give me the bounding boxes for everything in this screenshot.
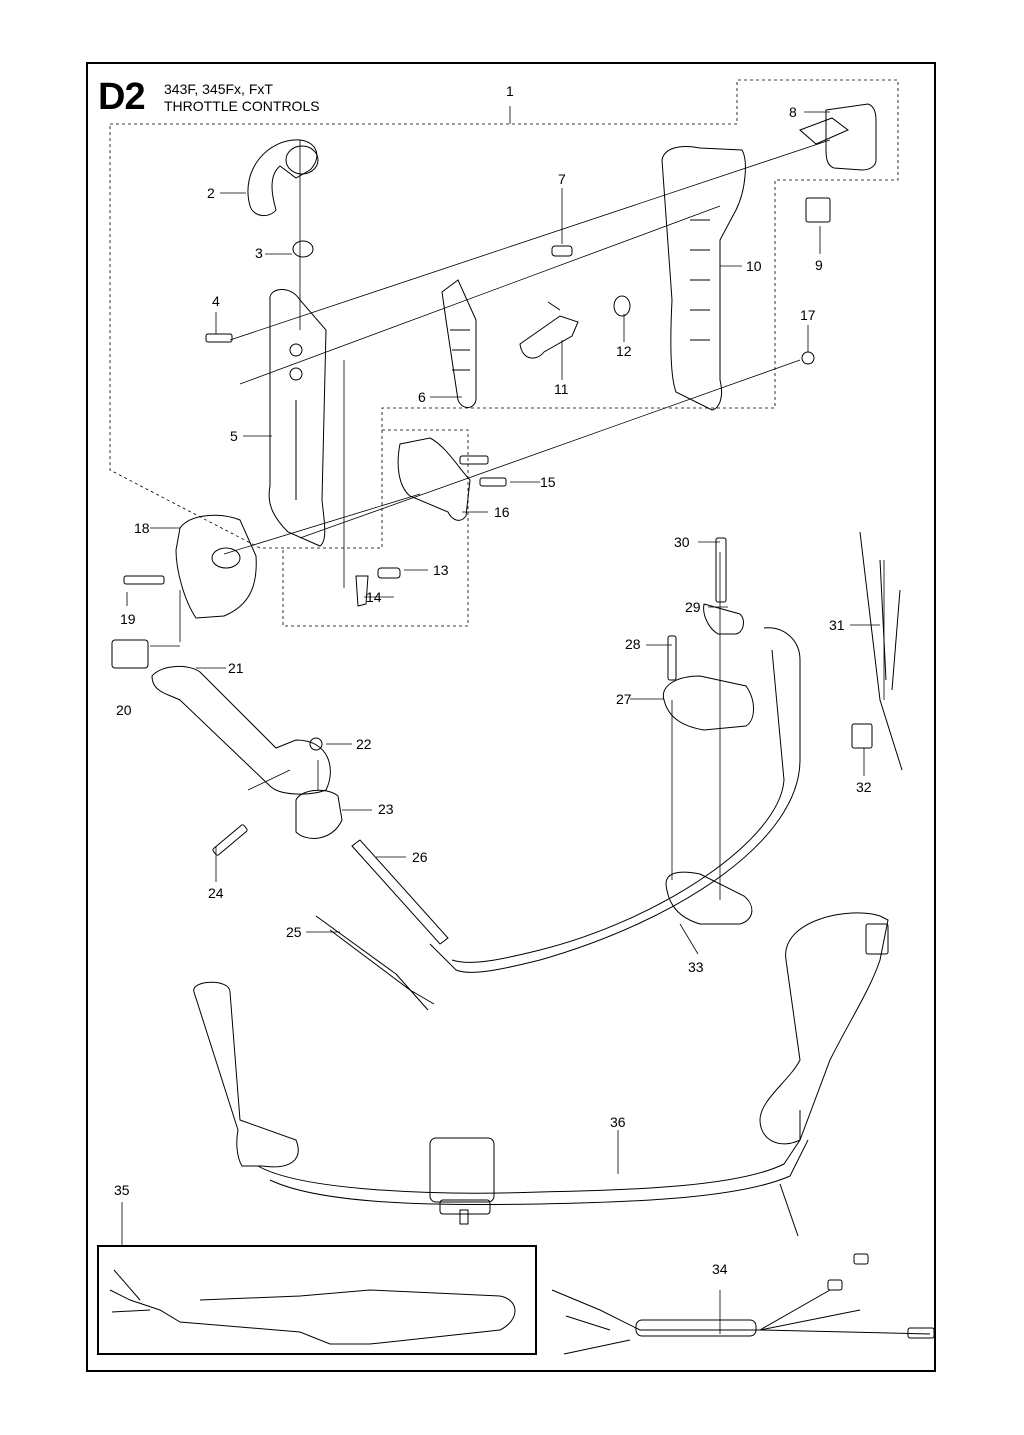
callout-label: 31: [829, 617, 845, 633]
model-list: 343F, 345Fx, FxT: [164, 81, 273, 97]
callout-label: 32: [856, 779, 872, 795]
part-30-bolt: [715, 537, 727, 603]
callout-label: 18: [134, 520, 150, 536]
part-31-wiring: [859, 531, 903, 771]
part-8-stop-switch: [799, 103, 877, 171]
callout-label: 16: [494, 504, 510, 520]
callout-label: 3: [255, 245, 263, 261]
callout-label: 35: [114, 1182, 130, 1198]
part-34-wiring-harness: [551, 1253, 935, 1355]
callout-label: 17: [800, 307, 816, 323]
part-3-spring: [292, 240, 314, 258]
part-16-bracket: [397, 437, 489, 521]
assembly-axis-lines: [150, 139, 885, 900]
part-13-screw: [377, 567, 401, 579]
part-12-ring: [613, 295, 631, 317]
callout-label: 10: [746, 258, 762, 274]
callout-label: 20: [116, 702, 132, 718]
callout-label: 15: [540, 474, 556, 490]
part-18-handle-cover: [175, 514, 257, 619]
part-28-screw: [667, 635, 677, 681]
callout-label: 28: [625, 636, 641, 652]
handlebar-tube: [429, 627, 801, 973]
callout-label: 14: [366, 589, 382, 605]
part-11-lock-lever: [519, 301, 579, 359]
callout-label: 24: [208, 885, 224, 901]
part-20-switch: [111, 639, 149, 669]
callout-label: 1: [506, 83, 514, 99]
part-10-handle-half: [661, 146, 746, 411]
callout-label: 8: [789, 104, 797, 120]
part-23-clamp: [295, 789, 343, 839]
part-9-connector: [805, 197, 831, 223]
section-code: D2: [98, 76, 146, 118]
part-19-screw: [123, 575, 165, 585]
callout-label: 27: [616, 691, 632, 707]
part-26-sleeve: [351, 839, 449, 945]
callout-label: 19: [120, 611, 136, 627]
part-21-grip: [151, 666, 331, 795]
callout-label: 7: [558, 171, 566, 187]
part-5-handle-half: [268, 289, 327, 547]
part-15-screw: [479, 477, 507, 487]
drawing-frame: [86, 62, 936, 1372]
callout-label: 13: [433, 562, 449, 578]
part-25-cable: [315, 915, 435, 1011]
part-29-knob: [703, 603, 744, 635]
callout-label: 9: [815, 257, 823, 273]
callout-label: 5: [230, 428, 238, 444]
part-35-handle-wiring: [109, 1269, 516, 1345]
callout-label: 22: [356, 736, 372, 752]
callout-label: 26: [412, 849, 428, 865]
part-2-trigger-lever: [247, 139, 319, 216]
part-4-screw: [205, 333, 233, 343]
callout-label: 21: [228, 660, 244, 676]
part-33-bracket: [665, 871, 753, 925]
part-7-spring: [551, 245, 573, 257]
callout-label: 29: [685, 599, 701, 615]
callout-label: 36: [610, 1114, 626, 1130]
callout-label: 2: [207, 185, 215, 201]
part-35-inset-box: [97, 1245, 537, 1355]
callout-label: 30: [674, 534, 690, 550]
callout-label: 23: [378, 801, 394, 817]
callout-label: 33: [688, 959, 704, 975]
part-14-clip: [355, 575, 369, 607]
callout-label: 12: [616, 343, 632, 359]
part-24-screw: [212, 824, 248, 856]
callout-label: 4: [212, 293, 220, 309]
leader-lines: [121, 106, 880, 1334]
part-36-handlebar-assembly: [193, 912, 889, 1237]
callout-label: 34: [712, 1261, 728, 1277]
callout-label: 25: [286, 924, 302, 940]
part-27-bracket: [662, 675, 754, 731]
part-17-nut: [801, 351, 815, 365]
part-6-throttle-trigger: [441, 279, 477, 408]
group-outline: [109, 79, 899, 627]
part-22-nut: [309, 737, 323, 751]
page-title: THROTTLE CONTROLS: [164, 98, 320, 114]
part-32-clip: [851, 723, 873, 749]
callout-label: 6: [418, 389, 426, 405]
callout-label: 11: [554, 381, 569, 397]
